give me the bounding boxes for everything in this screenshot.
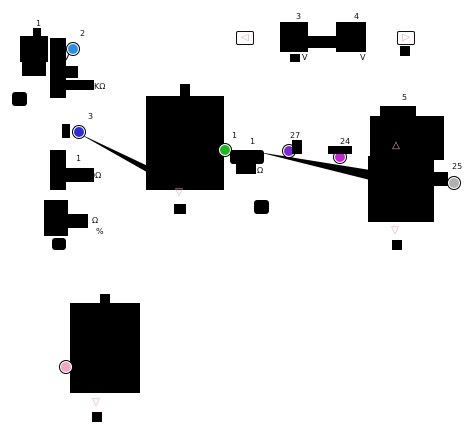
component-ic-right-frame bbox=[370, 116, 444, 160]
label-p2-value: KΩ bbox=[94, 82, 106, 91]
label-p1b: 1 bbox=[250, 137, 256, 146]
component-r1-tab bbox=[66, 168, 94, 182]
label-u1: 1 bbox=[36, 19, 42, 28]
component-u1-pin bbox=[33, 28, 41, 38]
label-p1-value: Ω bbox=[257, 166, 264, 175]
label-u4: 4 bbox=[354, 12, 360, 21]
component-r3-lead bbox=[236, 164, 256, 174]
label-nav-v1: V bbox=[302, 53, 308, 62]
wire-wedge-left bbox=[78, 133, 152, 175]
component-r2-body[interactable] bbox=[44, 200, 68, 236]
component-p7-stub bbox=[292, 140, 302, 154]
component-p25-stub bbox=[434, 172, 448, 186]
marker-up-right-box[interactable] bbox=[388, 138, 404, 154]
component-u1[interactable] bbox=[20, 36, 48, 62]
label-r1-value: 0Ω bbox=[90, 171, 102, 180]
component-link-u3-u4 bbox=[308, 36, 336, 48]
component-p2-tab bbox=[66, 66, 78, 78]
component-ic-main-foot bbox=[174, 204, 186, 214]
component-r2-tab bbox=[68, 214, 88, 228]
component-p2-lead bbox=[66, 80, 94, 90]
label-p7: 27 bbox=[290, 131, 301, 140]
probe-p25[interactable] bbox=[448, 177, 460, 189]
label-p3: 3 bbox=[88, 112, 94, 121]
component-ic-main-pin bbox=[180, 84, 190, 96]
component-ic-bottom-pin bbox=[100, 294, 110, 304]
component-p2-body[interactable] bbox=[50, 38, 66, 98]
label-r1: 1 bbox=[76, 154, 82, 163]
component-nav-foot bbox=[400, 46, 410, 56]
component-cap-left[interactable] bbox=[12, 92, 27, 106]
marker-down-right[interactable]: ▽ bbox=[391, 225, 399, 236]
component-ic-bottom[interactable] bbox=[70, 303, 140, 393]
probe-p3[interactable] bbox=[73, 126, 85, 138]
component-p3-bar bbox=[62, 124, 70, 138]
label-p4: 24 bbox=[340, 137, 351, 146]
component-u3-foot bbox=[290, 54, 300, 62]
label-p5: 5 bbox=[402, 93, 408, 102]
label-r2-value: Ω bbox=[92, 216, 99, 225]
probe-p2[interactable] bbox=[67, 43, 79, 55]
component-ic-right-foot bbox=[392, 240, 402, 250]
component-r1-body[interactable] bbox=[50, 150, 66, 190]
component-ic-right[interactable] bbox=[368, 156, 434, 222]
marker-down-main[interactable]: ▽ bbox=[175, 187, 183, 198]
next-button[interactable]: ▷ bbox=[397, 31, 415, 45]
marker-down-bottom[interactable]: ▽ bbox=[92, 397, 100, 408]
component-u1-base bbox=[22, 62, 46, 76]
component-u3[interactable] bbox=[280, 22, 308, 52]
label-p25: 25 bbox=[452, 162, 463, 171]
component-u4[interactable] bbox=[336, 22, 366, 52]
label-u3: 3 bbox=[296, 12, 302, 21]
component-ic-bottom-foot bbox=[92, 412, 102, 422]
marker-up-right: △ bbox=[392, 140, 400, 151]
label-r2-percent: % bbox=[96, 227, 104, 236]
component-cap-center[interactable] bbox=[254, 200, 269, 214]
component-cap-r2[interactable] bbox=[52, 238, 66, 250]
label-nav-v2: V bbox=[360, 53, 366, 62]
component-ic-main[interactable] bbox=[146, 96, 224, 190]
prev-button[interactable]: ◁ bbox=[236, 31, 254, 45]
probe-bottom[interactable] bbox=[60, 361, 72, 373]
label-p2: 2 bbox=[80, 29, 86, 38]
component-p4-stub bbox=[328, 146, 352, 154]
wire-wedge-right bbox=[258, 152, 370, 180]
component-r3[interactable] bbox=[230, 150, 264, 164]
label-p1: 1 bbox=[232, 131, 238, 140]
